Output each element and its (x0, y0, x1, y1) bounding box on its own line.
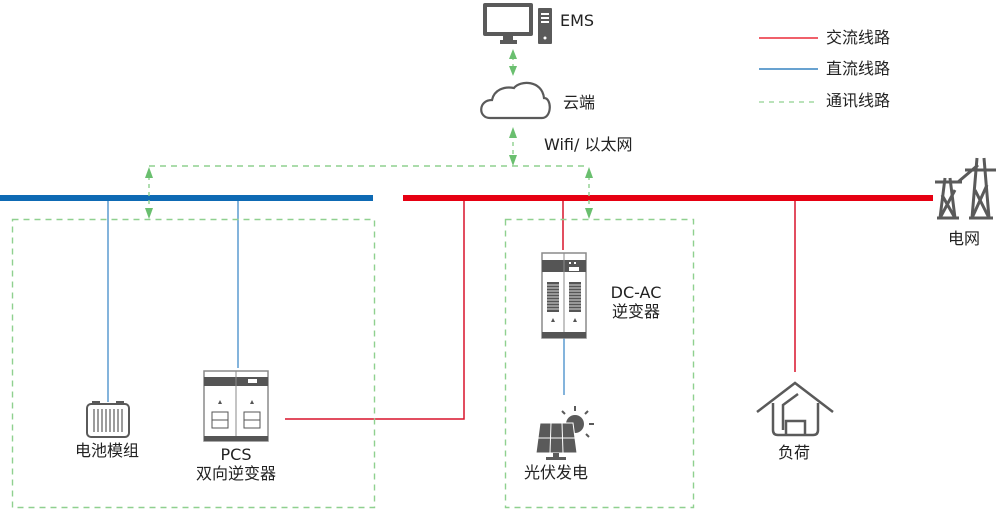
pcs-label-line2: 双向逆变器 (195, 464, 276, 483)
inverter-cabinet-icon (541, 252, 587, 339)
pcs-label: PCS 双向逆变器 (186, 445, 286, 483)
comm-arrow-up-pv (585, 167, 593, 178)
load-label: 负荷 (778, 443, 811, 462)
ems-label: EMS (560, 11, 595, 30)
battery-label: 电池模组 (75, 441, 140, 460)
dcac-label-line2: 逆变器 (611, 302, 660, 321)
comm-arrow-up-cloud (509, 127, 517, 138)
dc-bus (0, 195, 373, 201)
comm-arrow-up-storage (145, 167, 153, 178)
house-icon (756, 381, 834, 437)
comm-arrow-up-ems (509, 49, 517, 59)
battery-icon (86, 401, 130, 438)
dcac-label-line1: DC-AC (610, 283, 662, 302)
inverter-cabinet-icon (203, 370, 269, 442)
comm-arrow-down-cloud (509, 155, 517, 166)
dcac-label: DC-AC 逆变器 (598, 283, 674, 321)
pcs-label-line1: PCS (220, 445, 252, 464)
cloud-label: 云端 (563, 93, 596, 112)
solar-panel-icon (535, 406, 594, 460)
cloud-icon (480, 81, 551, 120)
comm-arrow-down-ems (509, 66, 517, 76)
comm-arrow-down-pv (585, 208, 593, 219)
network-label: Wifi/ 以太网 (544, 135, 633, 154)
computer-icon (483, 3, 552, 44)
pv-group-box (504, 218, 695, 509)
legend-comm: 通讯线路 (826, 91, 891, 110)
pv-label: 光伏发电 (524, 463, 589, 482)
grid-label: 电网 (948, 229, 981, 248)
legend-ac: 交流线路 (826, 28, 891, 47)
ac-bus (403, 195, 933, 201)
storage-group-box (11, 218, 376, 509)
comm-arrow-down-storage (145, 208, 153, 219)
power-tower-icon (935, 157, 996, 220)
legend-dc: 直流线路 (826, 59, 891, 78)
ac-branch-pcs (285, 201, 465, 420)
